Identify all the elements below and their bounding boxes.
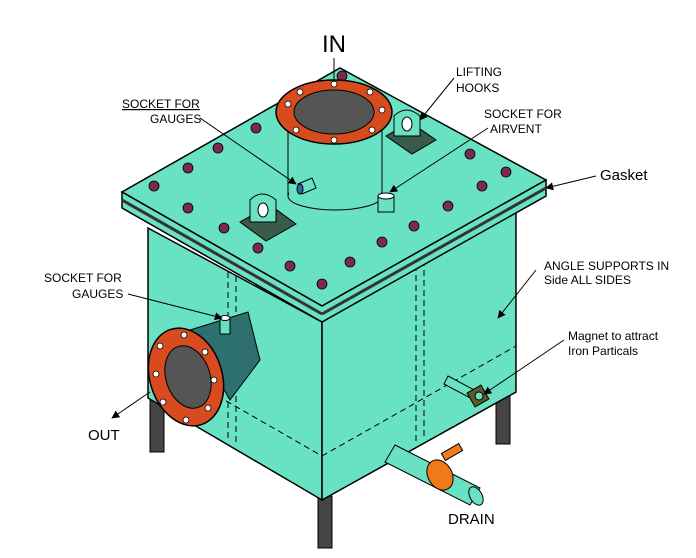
label-angle-1: ANGLE SUPPORTS IN [544,259,669,273]
inlet-nozzle [275,79,393,211]
label-gauges-top-2: GAUGES [150,112,201,126]
label-lifting-hooks-1: LIFTING [456,65,502,79]
label-gauges-side-1: SOCKET FOR [44,271,122,285]
airvent-socket [377,192,395,213]
label-magnet-1: Magnet to attract [568,329,659,343]
label-out: OUT [88,427,120,444]
label-lifting-hooks-2: HOOKS [456,81,499,95]
gasket-layer [121,178,547,323]
label-airvent-1: SOCKET FOR [484,107,562,121]
drain-pipe [384,442,484,506]
label-in: IN [322,31,346,58]
label-drain: DRAIN [448,511,495,528]
lid-bolts [148,70,512,290]
leader-lines [111,58,597,419]
label-gauges-side-2: GAUGES [72,287,123,301]
lifting-hooks [239,109,437,242]
outlet-pipe [147,311,261,427]
label-gasket: Gasket [600,167,648,184]
label-airvent-2: AIRVENT [490,122,542,136]
label-angle-2: Side ALL SIDES [544,273,631,287]
label-gauges-top-1: SOCKET FOR [122,97,200,111]
drain-valve [426,459,454,491]
label-magnet-2: Iron Particals [568,344,638,358]
